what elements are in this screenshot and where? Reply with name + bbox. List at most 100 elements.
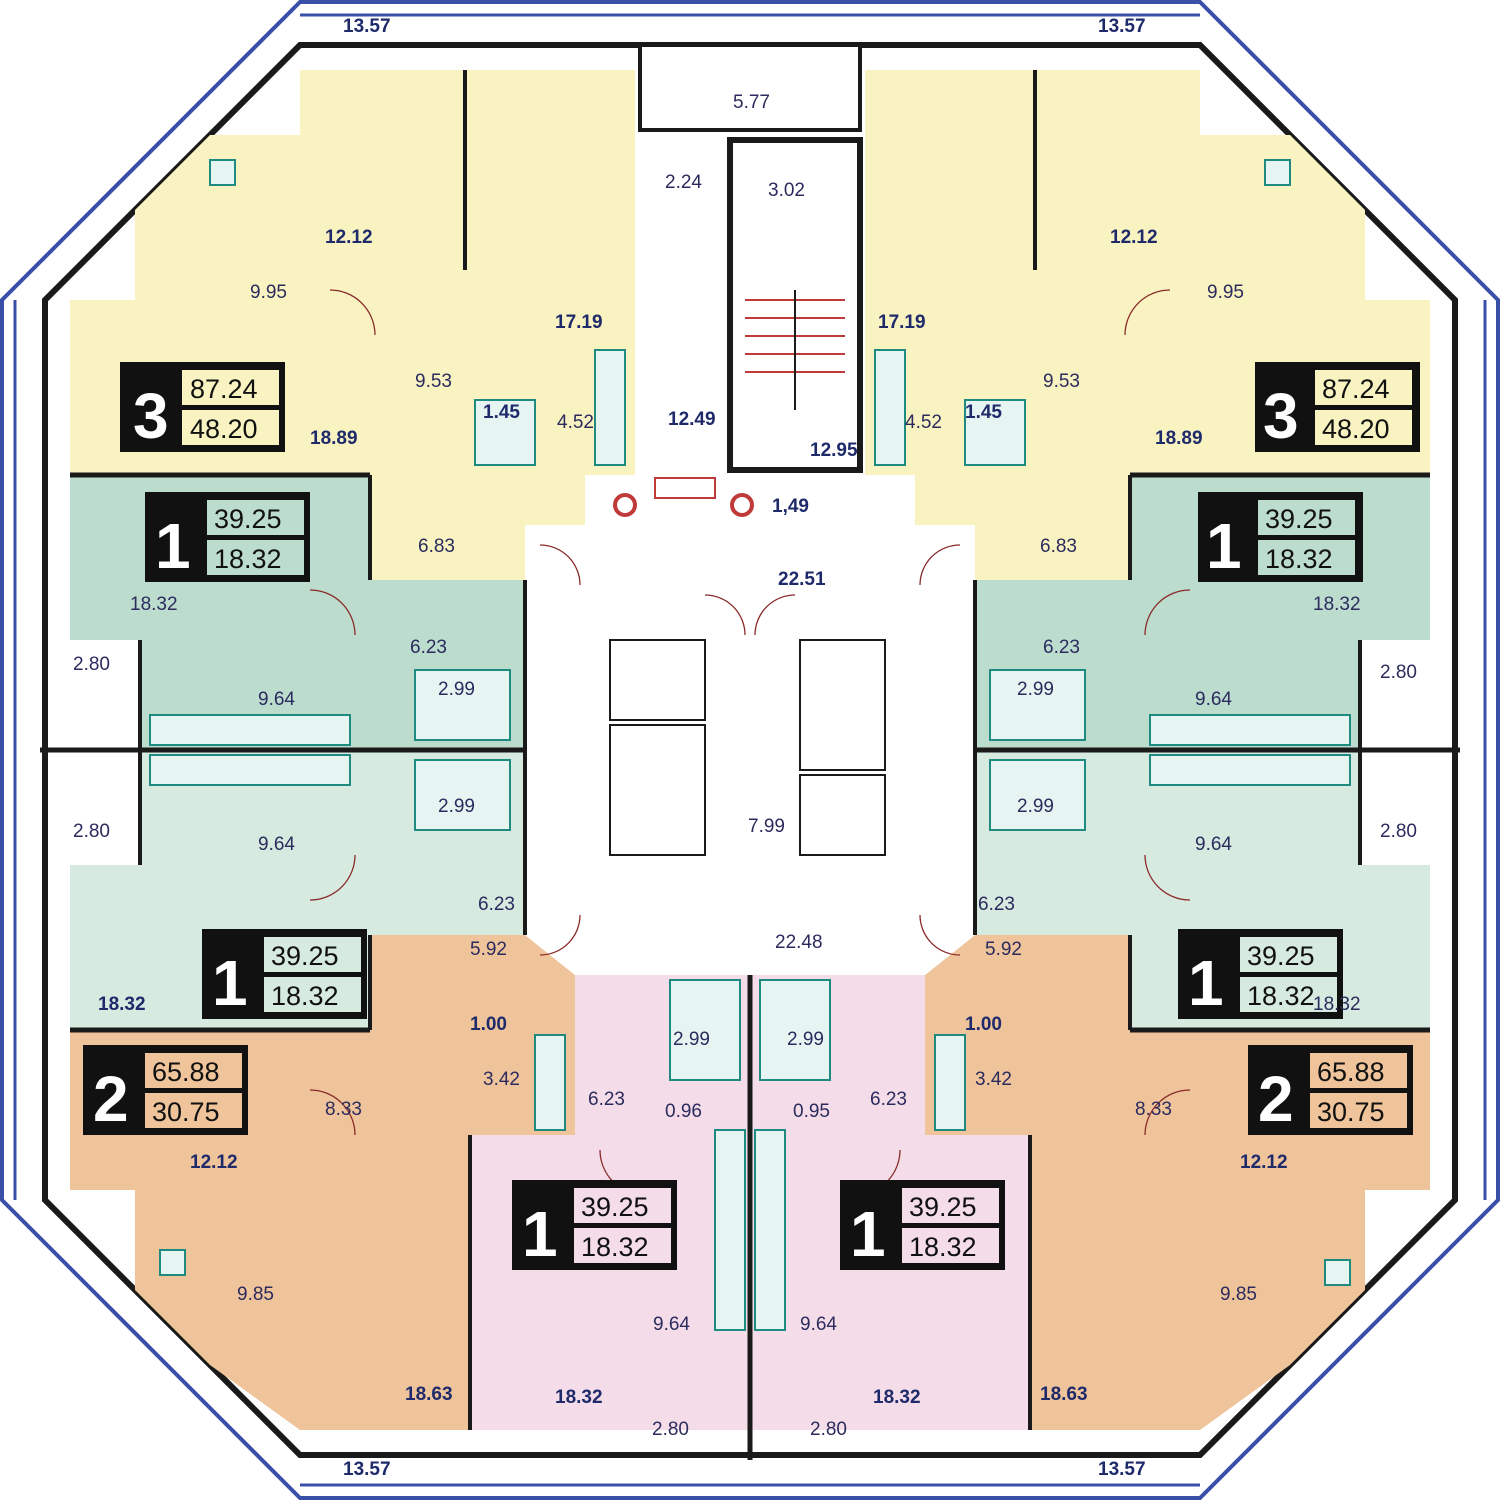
room-area-label: 2.80 [810, 1419, 847, 1440]
room-area-label: 9.53 [1043, 371, 1080, 392]
living-area: 30.75 [152, 1097, 220, 1127]
room-area-label: 18.63 [1040, 1384, 1088, 1405]
apartment-badge: 1 39.25 18.32 [202, 929, 367, 1019]
room-area-label: 9.85 [1220, 1284, 1257, 1305]
living-area: 18.32 [271, 981, 339, 1011]
room-area-label: 4.52 [905, 412, 942, 433]
room-area-label: 9.95 [1207, 282, 1244, 303]
room-area-label: 6.23 [478, 894, 515, 915]
apartment-badge: 3 87.24 48.20 [120, 362, 285, 452]
room-area-label: 9.64 [653, 1314, 690, 1335]
total-area: 87.24 [1322, 374, 1390, 404]
room-area-label: 5.77 [733, 92, 770, 113]
room-area-label: 1.45 [965, 402, 1002, 423]
room-area-label: 2.99 [673, 1029, 710, 1050]
total-area: 65.88 [1317, 1057, 1385, 1087]
rooms-count: 2 [1258, 1063, 1294, 1135]
room-area-label: 18.32 [1313, 594, 1361, 615]
room-area-label: 6.23 [1043, 637, 1080, 658]
room-area-labels: 13.57 13.57 13.57 13.57 5.77 2.24 3.02 1… [73, 16, 1417, 1480]
corridor [525, 525, 975, 975]
room-area-label: 5.92 [985, 939, 1022, 960]
room-area-label: 8.33 [325, 1099, 362, 1120]
room-area-label: 12.12 [325, 227, 373, 248]
rooms-count: 3 [133, 380, 169, 452]
room-area-label: 6.83 [1040, 536, 1077, 557]
room-area-label: 18.32 [873, 1387, 921, 1408]
rooms-count: 1 [212, 947, 248, 1019]
rooms-count: 2 [93, 1063, 129, 1135]
elevator-3 [799, 639, 886, 771]
apartment-badge: 1 39.25 18.32 [1178, 929, 1343, 1019]
room-area-label: 7.99 [748, 816, 785, 837]
room-area-label: 9.64 [258, 689, 295, 710]
room-area-label: 2.80 [73, 654, 110, 675]
room-area-label: 18.32 [1313, 994, 1361, 1015]
room-area-label: 0.95 [793, 1101, 830, 1122]
room-area-label: 12.12 [1240, 1152, 1288, 1173]
total-area: 87.24 [190, 374, 258, 404]
room-area-label: 2.99 [438, 796, 475, 817]
room-area-label: 3.42 [483, 1069, 520, 1090]
elevator-4 [799, 774, 886, 856]
room-area-label: 1.00 [965, 1014, 1002, 1035]
room-area-label: 2.80 [73, 821, 110, 842]
living-area: 18.32 [581, 1232, 649, 1262]
rooms-count: 3 [1263, 380, 1299, 452]
living-area: 48.20 [190, 414, 258, 444]
total-area: 39.25 [1265, 504, 1333, 534]
living-area: 18.32 [1247, 981, 1315, 1011]
rooms-count: 1 [850, 1198, 886, 1270]
room-area-label: 3.42 [975, 1069, 1012, 1090]
room-area-label: 17.19 [555, 312, 603, 333]
room-area-label: 18.32 [98, 994, 146, 1015]
entrance-vestibule [638, 43, 862, 132]
apartment-badge: 1 39.25 18.32 [840, 1180, 1005, 1270]
room-area-label: 2.99 [438, 679, 475, 700]
bath-fixtures [149, 159, 1351, 1331]
apartment-badge: 2 65.88 30.75 [83, 1045, 248, 1135]
shaft-marker-left [613, 493, 637, 517]
shaft-marker-right [730, 493, 754, 517]
room-area-label: 13.57 [343, 16, 391, 37]
room-area-label: 2.99 [787, 1029, 824, 1050]
apartment-badge: 1 39.25 18.32 [145, 492, 310, 582]
room-area-label: 1.00 [470, 1014, 507, 1035]
room-area-label: 2.80 [652, 1419, 689, 1440]
apartment-badge: 3 87.24 48.20 [1255, 362, 1420, 452]
interior-walls [40, 70, 1460, 1460]
room-area-label: 3.02 [768, 180, 805, 201]
room-area-label: 9.64 [258, 834, 295, 855]
room-area-label: 22.48 [775, 932, 823, 953]
room-area-label: 9.64 [1195, 689, 1232, 710]
room-area-label: 9.64 [800, 1314, 837, 1335]
rooms-count: 1 [1206, 510, 1242, 582]
room-area-label: 2.99 [1017, 679, 1054, 700]
total-area: 39.25 [214, 504, 282, 534]
room-area-label: 18.89 [310, 428, 358, 449]
room-area-label: 8.33 [1135, 1099, 1172, 1120]
room-area-label: 2.99 [1017, 796, 1054, 817]
total-area: 39.25 [1247, 941, 1315, 971]
room-area-label: 5.92 [470, 939, 507, 960]
room-area-label: 1,49 [772, 496, 809, 517]
living-area: 18.32 [909, 1232, 977, 1262]
total-area: 39.25 [581, 1192, 649, 1222]
room-area-label: 18.32 [130, 594, 178, 615]
rooms-count: 1 [1188, 947, 1224, 1019]
room-area-label: 18.32 [555, 1387, 603, 1408]
room-area-label: 13.57 [1098, 16, 1146, 37]
room-area-label: 12.12 [190, 1152, 238, 1173]
apartment-badge: 1 39.25 18.32 [1198, 492, 1363, 582]
room-area-label: 0.96 [665, 1101, 702, 1122]
rooms-count: 1 [522, 1198, 558, 1270]
room-area-label: 17.19 [878, 312, 926, 333]
room-area-label: 2.24 [665, 172, 702, 193]
room-area-label: 2.80 [1380, 821, 1417, 842]
room-area-label: 9.85 [237, 1284, 274, 1305]
room-area-label: 6.23 [588, 1089, 625, 1110]
room-area-label: 2.80 [1380, 662, 1417, 683]
room-area-label: 6.23 [870, 1089, 907, 1110]
stair-treads [745, 290, 845, 410]
